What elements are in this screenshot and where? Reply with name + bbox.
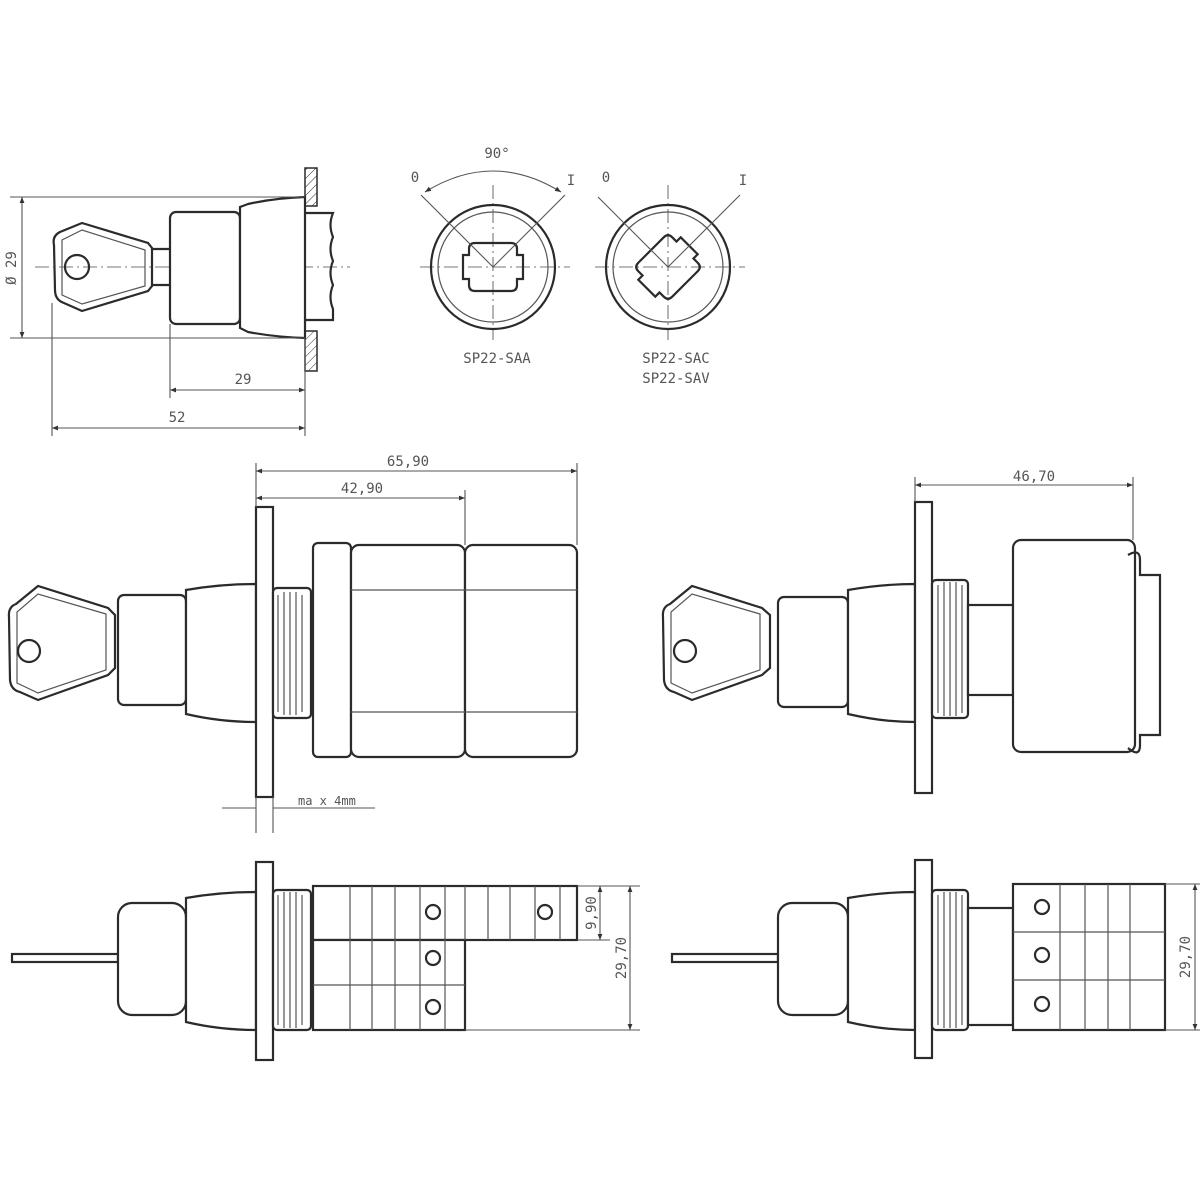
side-view-left: 65,90 42,90 ma x 4mm (7, 454, 579, 833)
key-outline (7, 584, 117, 702)
contact-block-details (351, 589, 577, 713)
side-view-right: 46,70 (661, 469, 1162, 795)
mounting-panel (254, 860, 275, 1062)
bezel (846, 890, 917, 1032)
extension-lines (10, 196, 306, 436)
panel-section-top (304, 167, 318, 207)
key-blade (10, 952, 120, 964)
overall-label: 46,70 (1013, 469, 1055, 485)
front-view-sac: 0 I SP22-SAC SP22-SAV (595, 170, 747, 387)
panel-section-bottom (304, 330, 318, 372)
terminal-screws (1033, 898, 1051, 1013)
position-0-label: 0 (602, 170, 610, 186)
knurl-lines (277, 592, 303, 715)
key-inner-outline (61, 229, 146, 305)
bezel (184, 890, 258, 1032)
inner-ring (437, 211, 549, 323)
position-I-label: I (567, 173, 575, 189)
centerlines (420, 185, 570, 340)
coupling (966, 603, 1015, 697)
position-0-label: 0 (411, 170, 419, 186)
length-label: 52 (169, 410, 186, 426)
outer-ring (604, 203, 732, 331)
key-slot (461, 241, 525, 293)
coupling (966, 906, 1015, 1027)
terminal-screws (424, 903, 554, 1016)
din-clip (1127, 551, 1162, 754)
key-inner-outline (670, 593, 761, 694)
overall-label: 65,90 (387, 454, 429, 470)
key-outline (52, 221, 154, 313)
angle-dimension (424, 170, 562, 193)
position-lines (420, 194, 566, 268)
model-caption-2: SP22-SAV (642, 371, 710, 387)
bottom-view-right: 29,70 (670, 858, 1200, 1060)
lock-cylinder (168, 210, 242, 326)
centerlines (595, 185, 745, 340)
terminal-lines (1013, 884, 1165, 1030)
body-break (305, 211, 335, 322)
key-hole (63, 253, 91, 281)
key-inner-outline (16, 593, 107, 694)
front-view-saa: 90° 0 I SP22-SAA (411, 146, 575, 367)
bezel (184, 582, 258, 724)
height-label: 29,70 (614, 937, 630, 979)
angle-label: 90° (484, 146, 509, 162)
position-lines (597, 194, 741, 268)
model-caption-1: SP22-SAC (642, 351, 709, 367)
terminal-lines (313, 886, 561, 1030)
outer-ring (429, 203, 557, 331)
adapter-block (311, 541, 353, 759)
knurl-lines (277, 892, 303, 1028)
position-I-label: I (739, 173, 747, 189)
lock-cylinder (116, 901, 188, 1017)
contact-block-2 (463, 543, 579, 759)
extension-lines (255, 463, 578, 833)
contact-block-1 (349, 543, 467, 759)
height-label: 29,70 (1178, 936, 1194, 978)
model-caption: SP22-SAA (463, 351, 531, 367)
panel-thickness-label: ma x 4mm (298, 794, 356, 808)
contact-block (1011, 882, 1167, 1032)
bottom-view-left: 9,90 29,70 (10, 860, 640, 1062)
bezel (238, 195, 307, 340)
bezel (846, 582, 917, 724)
lock-cylinder (776, 595, 850, 709)
knurl-lines (937, 582, 963, 716)
lock-cylinder (776, 901, 850, 1017)
key-blade (670, 952, 780, 964)
inner-ring (612, 211, 724, 323)
top-side-view: Ø 29 29 52 (4, 167, 350, 436)
mounting-panel (913, 500, 934, 795)
row-height-label: 9,90 (584, 896, 600, 930)
key-outline (661, 584, 772, 702)
mounting-panel (913, 858, 934, 1060)
knurl-lines (937, 892, 963, 1028)
partial-label: 42,90 (341, 481, 383, 497)
contact-block (1011, 538, 1137, 754)
extension-lines (914, 477, 1134, 540)
key-hole (16, 638, 42, 664)
diameter-label: Ø 29 (4, 251, 20, 285)
mounting-panel (254, 505, 275, 799)
lock-cylinder (116, 593, 188, 707)
key-shaft (152, 247, 170, 287)
knurled-nut (271, 586, 313, 720)
knurled-nut (271, 888, 313, 1032)
depth-label: 29 (235, 372, 252, 388)
key-slot (635, 234, 701, 300)
key-hole (672, 638, 698, 664)
